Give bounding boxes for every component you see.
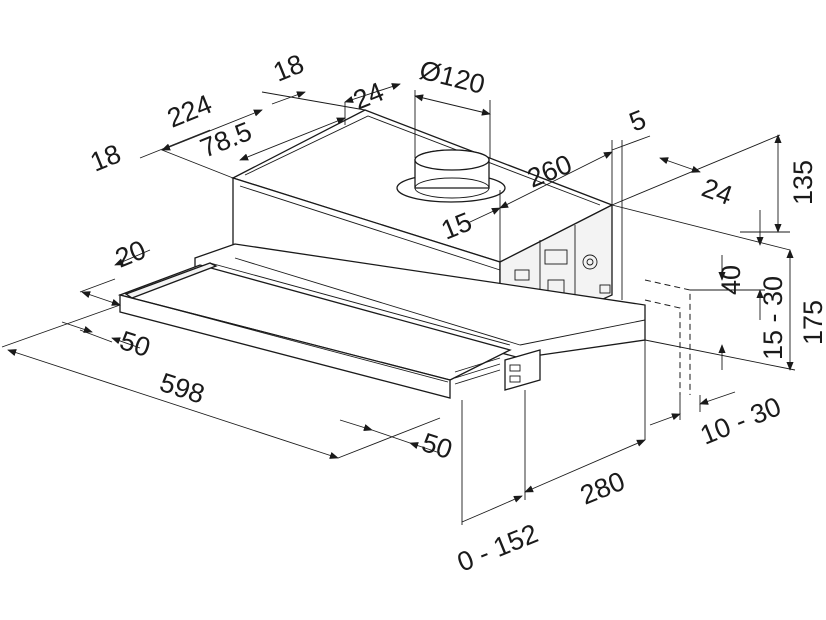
dim-0-152: 0 - 152 — [453, 518, 542, 577]
dim-15-30: 15 - 30 — [758, 276, 788, 360]
dim-10-30: 10 - 30 — [696, 391, 785, 450]
dim-260: 260 — [523, 149, 576, 194]
dim-24-right: 24 — [698, 172, 736, 210]
dimension-lines — [1, 83, 796, 525]
dim-18-top: 18 — [269, 48, 308, 87]
dim-280: 280 — [576, 466, 629, 511]
duct-collar — [396, 149, 506, 203]
dim-50-left: 50 — [116, 325, 154, 363]
drawer-vent-slots — [454, 357, 501, 385]
dim-18-left: 18 — [86, 138, 125, 177]
drawer-handle — [124, 262, 218, 299]
dim-24-top: 24 — [349, 76, 388, 115]
telescopic-drawer — [117, 262, 541, 399]
dim-20: 20 — [111, 234, 150, 273]
connector-block — [504, 349, 541, 391]
drawer-front-face — [119, 294, 451, 399]
dim-175: 175 — [798, 300, 826, 345]
cabinet-outline — [644, 279, 691, 395]
dim-78-5: 78.5 — [196, 116, 256, 164]
dim-50-right: 50 — [418, 427, 456, 465]
dim-duct-diameter: Ø120 — [417, 55, 488, 100]
dim-598: 598 — [156, 367, 208, 409]
dim-135: 135 — [788, 160, 818, 205]
dim-5: 5 — [625, 104, 650, 137]
dim-224: 224 — [163, 89, 216, 134]
dim-40: 40 — [716, 265, 746, 295]
